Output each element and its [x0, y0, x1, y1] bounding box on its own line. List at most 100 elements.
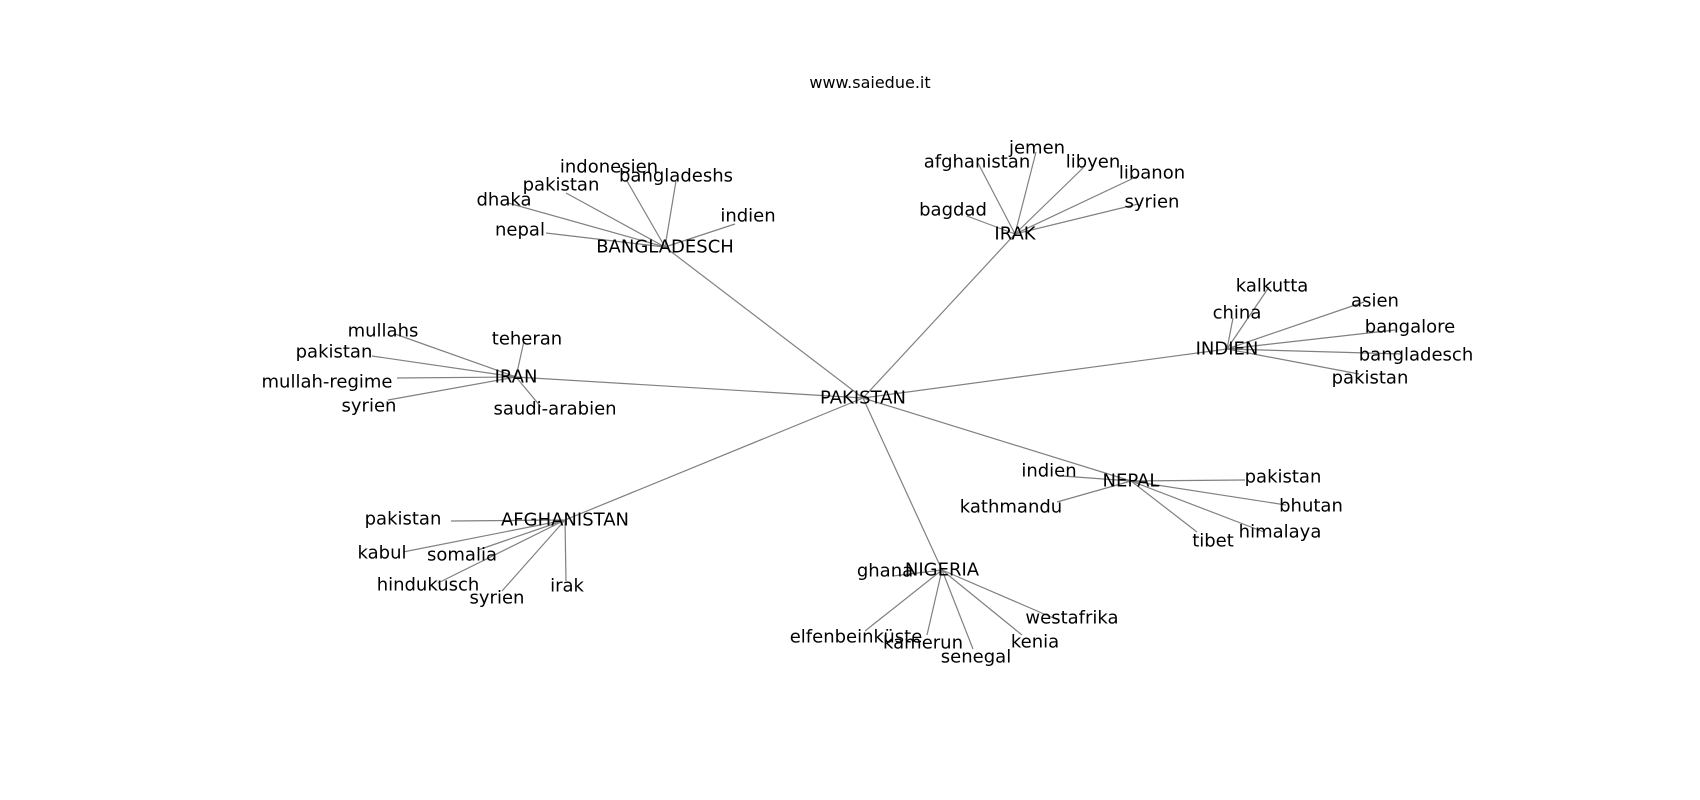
leaf-node-afghanistan: hindukusch: [377, 575, 480, 596]
leaf-node-nigeria: senegal: [941, 647, 1011, 668]
edge-bangladesch-leaf: [626, 180, 666, 248]
leaf-node-indien: asien: [1351, 291, 1399, 312]
edge-irak-leaf: [977, 162, 1016, 235]
edge-center-nepal: [862, 397, 1132, 482]
leaf-node-bangladesch: pakistan: [523, 175, 600, 196]
edge-iran-leaf: [371, 355, 517, 378]
edge-bangladesch-leaf: [507, 202, 666, 248]
edge-indien-leaf: [1226, 348, 1360, 375]
leaf-node-iran: pakistan: [296, 342, 373, 363]
leaf-node-iran: mullahs: [348, 321, 419, 342]
leaf-node-iran: mullah-regime: [262, 372, 393, 393]
leaf-node-iran: saudi-arabien: [493, 399, 616, 420]
edge-indien-leaf: [1226, 317, 1234, 350]
leaf-node-iran: syrien: [342, 396, 397, 417]
edge-nepal-leaf: [1061, 475, 1132, 482]
edge-nepal-leaf: [1130, 479, 1246, 482]
edge-afghanistan-leaf: [501, 519, 566, 592]
edge-iran-leaf: [515, 376, 542, 408]
leaf-node-indien: china: [1213, 303, 1262, 324]
edge-irak-leaf: [1014, 175, 1139, 235]
leaf-node-irak: jemen: [1008, 138, 1065, 159]
leaf-node-indien: kalkutta: [1236, 276, 1309, 297]
edge-nepal-leaf: [1130, 480, 1287, 506]
hub-node-nigeria: NIGERIA: [905, 560, 980, 581]
leaf-node-afghanistan: somalia: [427, 545, 497, 566]
edge-indien-leaf: [1226, 286, 1270, 350]
edge-irak-leaf: [1014, 203, 1139, 235]
edge-indien-leaf: [1226, 301, 1365, 350]
edge-indien-leaf: [1226, 329, 1396, 350]
edge-nigeria-leaf: [892, 569, 943, 577]
edge-afghanistan-leaf: [477, 519, 566, 551]
hub-node-iran: IRAN: [495, 367, 538, 388]
leaf-node-nepal: himalaya: [1239, 522, 1322, 543]
edge-irak-leaf: [1014, 167, 1084, 235]
edge-bangladesch-leaf: [545, 232, 666, 248]
leaf-node-bangladesch: indonesien: [560, 157, 658, 178]
edge-nigeria-leaf: [941, 569, 1059, 621]
leaf-node-afghanistan: irak: [550, 576, 584, 597]
edge-center-irak: [862, 233, 1016, 399]
leaf-node-irak: libyen: [1066, 152, 1121, 173]
edge-iran-leaf: [396, 376, 517, 379]
leaf-node-nepal: indien: [1021, 461, 1076, 482]
edge-indien-leaf: [1226, 348, 1403, 355]
leaf-node-irak: libanon: [1119, 163, 1185, 184]
edge-afghanistan-leaf: [437, 519, 566, 584]
leaf-node-nigeria: westafrika: [1025, 608, 1118, 629]
center-node-label: PAKISTAN: [820, 388, 906, 409]
leaf-node-nepal: kathmandu: [960, 497, 1062, 518]
leaf-node-irak: syrien: [1125, 192, 1180, 213]
edge-nigeria-leaf: [926, 569, 943, 636]
source-label: www.saiedue.it: [809, 73, 930, 92]
leaf-node-indien: bangalore: [1365, 317, 1455, 338]
leaf-node-nigeria: kenia: [1011, 632, 1059, 653]
edge-center-afghanistan: [564, 397, 864, 521]
edge-nepal-leaf: [1130, 480, 1265, 533]
leaf-node-iran: teheran: [492, 329, 562, 350]
edge-afghanistan-leaf: [564, 519, 567, 582]
leaf-node-afghanistan: syrien: [470, 588, 525, 609]
edge-bangladesch-leaf: [664, 180, 677, 248]
edge-center-bangladesch: [664, 246, 864, 399]
edge-nepal-leaf: [1130, 480, 1198, 533]
hub-node-irak: IRAK: [994, 224, 1036, 245]
edge-afghanistan-leaf: [402, 519, 566, 553]
leaf-node-bangladesch: dhaka: [476, 190, 531, 211]
edge-nigeria-leaf: [941, 569, 1023, 636]
leaf-node-irak: afghanistan: [924, 152, 1031, 173]
hub-node-afghanistan: AFGHANISTAN: [501, 510, 629, 531]
leaf-node-afghanistan: kabul: [358, 543, 407, 564]
edge-center-indien: [862, 348, 1228, 399]
edge-layer: [371, 151, 1403, 650]
leaf-node-bangladesch: indien: [720, 206, 775, 227]
leaf-node-nepal: pakistan: [1245, 467, 1322, 488]
leaf-node-afghanistan: pakistan: [365, 509, 442, 530]
leaf-node-nepal: bhutan: [1279, 496, 1343, 517]
hub-node-bangladesch: BANGLADESCH: [596, 237, 734, 258]
edge-iran-leaf: [515, 340, 525, 378]
leaf-node-indien: bangladesch: [1359, 345, 1474, 366]
edge-nepal-leaf: [1056, 480, 1132, 503]
edge-center-nigeria: [862, 397, 943, 571]
label-layer: PAKISTAN BANGLADESCH indonesienbangladeshs…: [262, 138, 1474, 668]
leaf-node-irak: bagdad: [919, 200, 987, 221]
edge-iran-leaf: [387, 376, 517, 401]
hub-node-nepal: NEPAL: [1103, 471, 1160, 492]
leaf-node-nigeria: elfenbeinküste: [790, 627, 923, 648]
edge-iran-leaf: [394, 333, 517, 378]
hub-node-indien: INDIEN: [1196, 339, 1259, 360]
leaf-node-bangladesch: bangladeshs: [619, 166, 733, 187]
edge-afghanistan-leaf: [450, 519, 566, 522]
edge-irak-leaf: [966, 215, 1016, 235]
edge-nigeria-leaf: [941, 569, 974, 650]
edge-center-iran: [515, 376, 864, 399]
edge-bangladesch-leaf: [664, 223, 736, 248]
leaf-node-nigeria: ghana: [857, 561, 913, 582]
leaf-node-indien: pakistan: [1332, 368, 1409, 389]
edge-irak-leaf: [1014, 151, 1037, 235]
leaf-node-nepal: tibet: [1192, 531, 1234, 552]
edge-nigeria-leaf: [864, 569, 943, 632]
